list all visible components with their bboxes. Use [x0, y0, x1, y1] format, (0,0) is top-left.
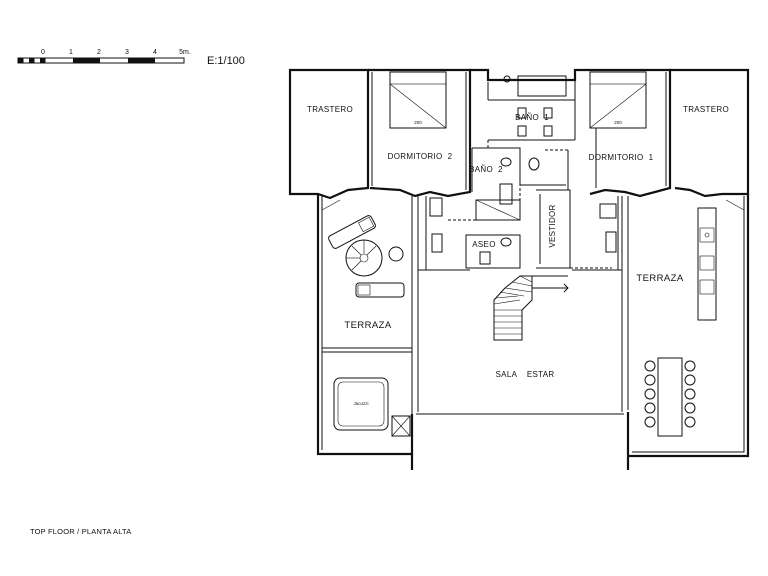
scale-ratio: E:1/100: [207, 55, 245, 67]
label-jacuzzi: Jacuzzi: [353, 401, 368, 406]
outer-walls: [288, 68, 750, 470]
room-labels: TRASTERO TRASTERO DORMITORIO 2 DORMITORI…: [307, 105, 729, 406]
label-dormitorio-1: DORMITORIO 1: [589, 153, 654, 162]
scale-tick-4: 4: [153, 49, 157, 56]
label-trastero-right: TRASTERO: [683, 105, 729, 114]
label-aseo: ASEO: [472, 240, 495, 249]
label-bano-1: BAÑO 1: [515, 113, 549, 122]
scale-tick-1: 1: [69, 49, 73, 56]
label-dormitorio-2: DORMITORIO 2: [388, 152, 453, 161]
scale-tick-0: 0: [41, 49, 45, 56]
label-bed-size-right: 200: [614, 120, 622, 125]
interior-walls: [322, 80, 629, 454]
scale-tick-2: 2: [97, 49, 101, 56]
scale-tick-3: 3: [125, 49, 129, 56]
label-bed-size-left: 200: [414, 120, 422, 125]
label-trastero-left: TRASTERO: [307, 105, 353, 114]
label-bano-2: BAÑO 2: [469, 165, 503, 174]
label-vestidor: VESTIDOR: [548, 204, 557, 247]
scale-bar: 0 1 2 3 4 5m. E:1/100: [17, 49, 245, 67]
plan-caption: TOP FLOOR / PLANTA ALTA: [30, 527, 132, 536]
scale-tick-5: 5m.: [179, 49, 191, 56]
stairs: [493, 275, 569, 341]
label-terraza-right: TERRAZA: [636, 273, 683, 284]
label-terraza-left: TERRAZA: [344, 320, 391, 331]
label-sala-estar: SALA ESTAR: [496, 370, 555, 379]
furniture: [321, 71, 745, 437]
